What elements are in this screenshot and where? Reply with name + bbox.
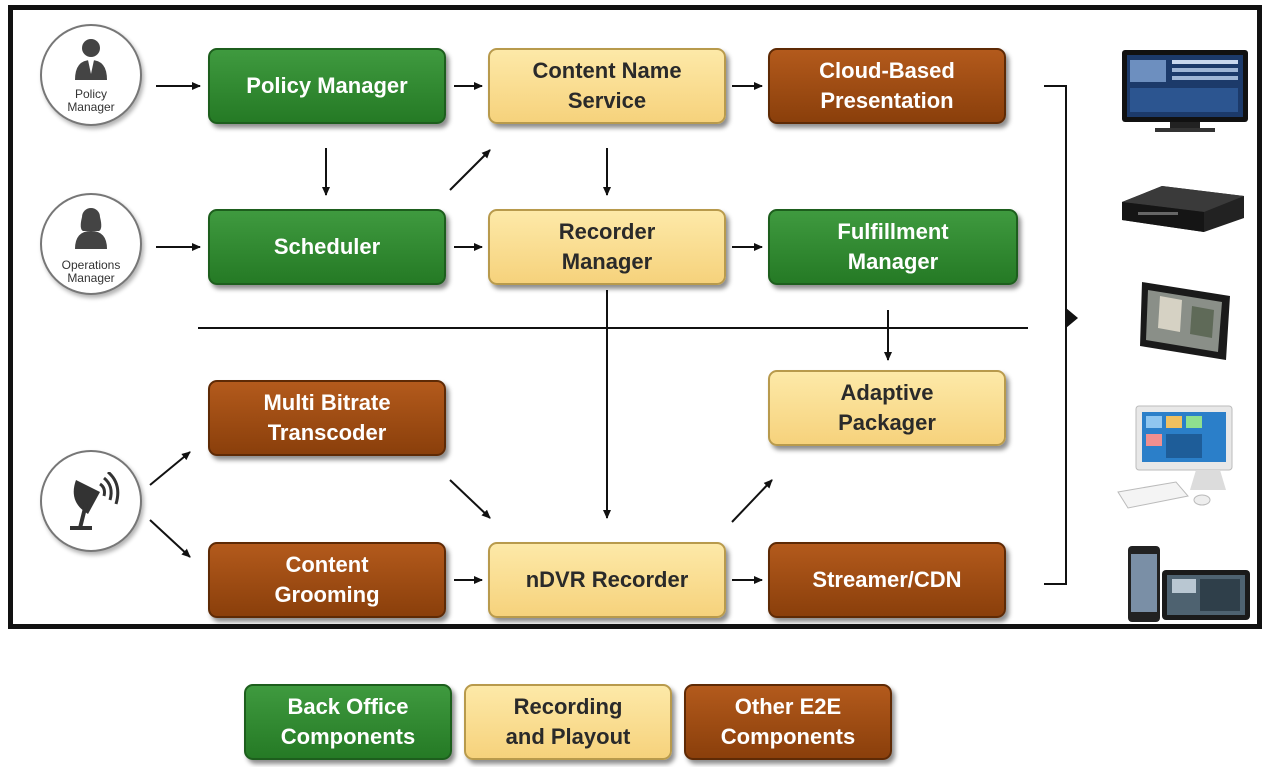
content-grooming-box: Content Grooming bbox=[208, 542, 446, 618]
satellite-actor bbox=[40, 450, 142, 552]
content-name-service-box: Content Name Service bbox=[488, 48, 726, 124]
phone-and-tablet-icon bbox=[1128, 546, 1250, 622]
adaptive-packager-box: Adaptive Packager bbox=[768, 370, 1006, 446]
arrow-sched-to-cns-diag bbox=[449, 149, 491, 191]
recorder-manager-box: Recorder Manager bbox=[488, 209, 726, 285]
bracket-to-devices bbox=[1044, 85, 1067, 585]
fulfillment-manager-box: Fulfillment Manager bbox=[768, 209, 1018, 285]
tablet-icon bbox=[1140, 282, 1230, 360]
multi-bitrate-transcoder-box: Multi Bitrate Transcoder bbox=[208, 380, 446, 456]
person-icon bbox=[75, 208, 107, 249]
arrow-ndvr-to-packager bbox=[731, 479, 773, 523]
arrow-sat-to-grooming bbox=[149, 519, 191, 558]
streamer-cdn-box: Streamer/CDN bbox=[768, 542, 1006, 618]
set-top-box-icon bbox=[1122, 186, 1244, 232]
tv-icon bbox=[1122, 50, 1248, 132]
scheduler-box: Scheduler bbox=[208, 209, 446, 285]
satellite-dish-icon bbox=[70, 472, 120, 530]
operations-manager-actor-label: Operations Manager bbox=[61, 258, 121, 285]
legend-recording-playout: Recording and Playout bbox=[464, 684, 672, 760]
policy-manager-actor: Policy Manager bbox=[40, 24, 142, 126]
all-in-one-pc-icon bbox=[1117, 405, 1233, 509]
person-icon bbox=[75, 39, 107, 80]
ndvr-recorder-box: nDVR Recorder bbox=[488, 542, 726, 618]
legend-other-e2e: Other E2E Components bbox=[684, 684, 892, 760]
legend-back-office: Back Office Components bbox=[244, 684, 452, 760]
operations-manager-actor: Operations Manager bbox=[40, 193, 142, 295]
cloud-based-presentation-box: Cloud-Based Presentation bbox=[768, 48, 1006, 124]
bracket-arrow bbox=[1066, 308, 1078, 328]
arrow-transcoder-to-ndvr bbox=[449, 479, 491, 519]
arrow-sat-to-transcoder bbox=[149, 451, 191, 486]
policy-manager-actor-label: Policy Manager bbox=[67, 87, 115, 114]
policy-manager-box: Policy Manager bbox=[208, 48, 446, 124]
